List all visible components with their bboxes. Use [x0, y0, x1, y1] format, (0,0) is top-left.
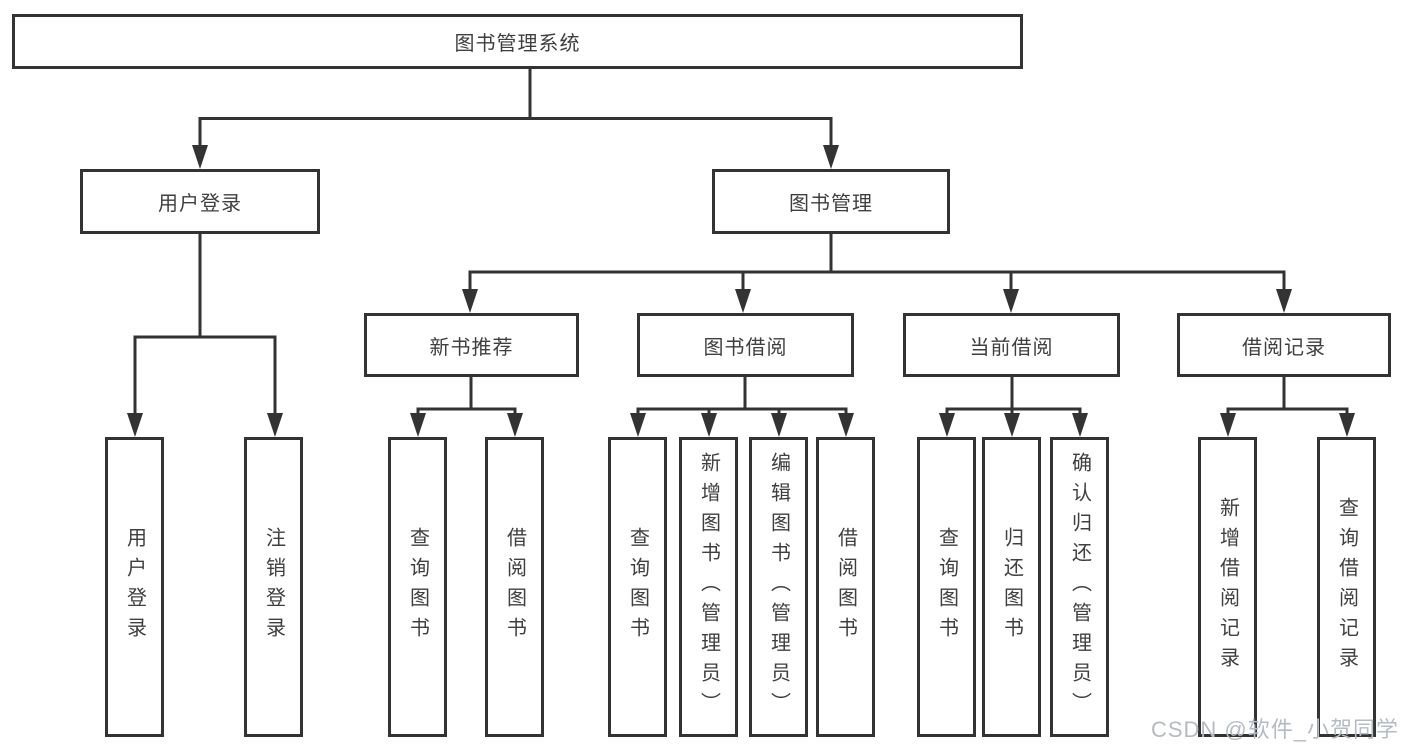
leaf-label: 查询图书: [935, 527, 958, 647]
node-borrow-records: 借阅记录: [1177, 313, 1391, 377]
leaf-label: 归还图书: [1000, 527, 1023, 647]
leaf-add-borrow-record: 新增借阅记录: [1198, 437, 1257, 737]
node-label: 新书推荐: [429, 336, 514, 359]
leaf-label: 编辑图书（管理员）: [767, 452, 790, 722]
leaf-edit-book-admin: 编辑图书（管理员）: [749, 437, 808, 737]
arrowheads: [127, 145, 1355, 437]
leaf-label: 查询图书: [406, 527, 429, 647]
node-current-borrow: 当前借阅: [903, 313, 1120, 377]
leaf-user-login: 用户登录: [105, 437, 164, 737]
node-user-login: 用户登录: [80, 169, 320, 234]
leaf-label: 新增借阅记录: [1216, 497, 1239, 677]
node-new-book-recommend: 新书推荐: [364, 313, 579, 377]
leaf-return-book: 归还图书: [982, 437, 1041, 737]
leaf-label: 新增图书（管理员）: [697, 452, 720, 722]
leaf-borrow-books-recommend: 借阅图书: [485, 437, 544, 737]
leaf-label: 借阅图书: [503, 527, 526, 647]
node-root: 图书管理系统: [12, 14, 1023, 69]
leaf-query-books-current: 查询图书: [917, 437, 976, 737]
node-book-management: 图书管理: [712, 169, 950, 234]
node-label: 图书管理系统: [454, 33, 581, 55]
leaf-borrow-books-borrow: 借阅图书: [816, 437, 875, 737]
leaf-label: 查询图书: [626, 527, 649, 647]
leaf-label: 确认归还（管理员）: [1068, 452, 1091, 722]
leaf-label: 查询借阅记录: [1335, 497, 1358, 677]
node-label: 图书借阅: [703, 336, 788, 359]
leaf-label: 用户登录: [123, 527, 146, 647]
node-label: 图书管理: [789, 193, 873, 215]
leaf-label: 借阅图书: [834, 527, 857, 647]
node-label: 当前借阅: [969, 336, 1054, 359]
leaf-query-books-recommend: 查询图书: [388, 437, 447, 737]
leaf-confirm-return-admin: 确认归还（管理员）: [1050, 437, 1109, 737]
node-label: 借阅记录: [1242, 336, 1326, 359]
node-book-borrow: 图书借阅: [637, 313, 854, 377]
leaf-add-book-admin: 新增图书（管理员）: [679, 437, 738, 737]
leaf-label: 注销登录: [262, 527, 285, 647]
node-label: 用户登录: [158, 193, 242, 215]
leaf-query-books-borrow: 查询图书: [608, 437, 667, 737]
leaf-query-borrow-record: 查询借阅记录: [1317, 437, 1376, 737]
leaf-logout: 注销登录: [244, 437, 303, 737]
csdn-watermark: CSDN @软件_小贺同学: [1150, 717, 1399, 742]
